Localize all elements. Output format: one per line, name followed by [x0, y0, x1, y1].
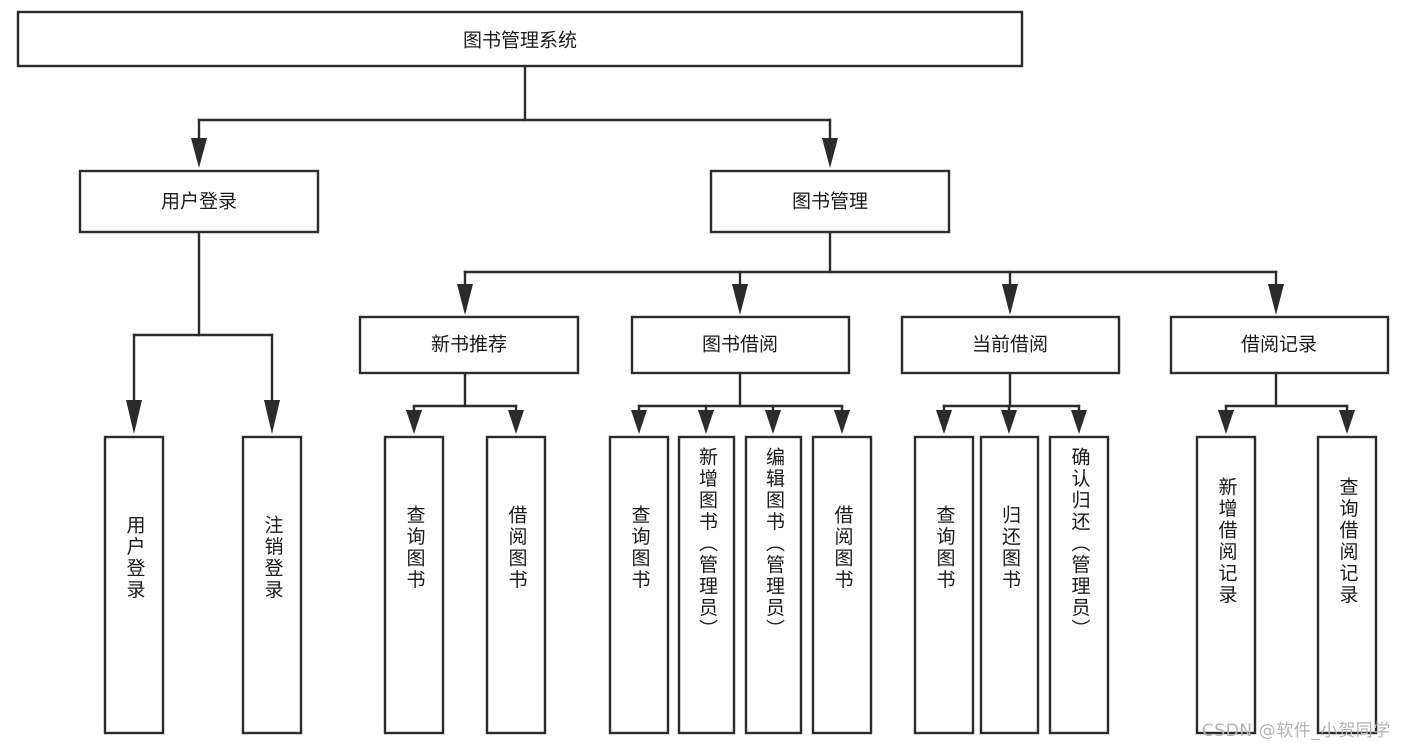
node-book-borrow[interactable]: 图书借阅	[630, 315, 851, 375]
connector-group	[126, 64, 1355, 434]
arrow-bookborrow-leaf-3	[765, 410, 781, 434]
arrow-bookborrow-leaf-1	[631, 410, 647, 434]
watermark-text: CSDN @软件_小贺同学	[1201, 721, 1391, 741]
node-user-login-rect[interactable]	[78, 169, 320, 234]
leaf-rect-borrow-record-2[interactable]	[1316, 435, 1378, 735]
leaf-rect-book-borrow-2[interactable]	[677, 435, 736, 735]
node-book-management-label: 图书管理	[792, 191, 868, 213]
arrow-bookmgmt-to-current	[1002, 284, 1018, 315]
node-book-management-rect[interactable]	[709, 169, 951, 234]
leaf-rect-current-borrow-2[interactable]	[979, 435, 1040, 735]
arrow-newbook-leaf-1	[406, 410, 422, 434]
arrow-newbook-leaf-2	[508, 410, 524, 434]
arrow-currentborrow-leaf-3	[1071, 410, 1087, 434]
arrow-borrowrecord-leaf-2	[1339, 410, 1355, 434]
arrow-currentborrow-leaf-2	[1001, 410, 1017, 434]
arrow-root-to-book-mgmt	[822, 138, 838, 168]
arrow-userlogin-leaf-1	[126, 400, 142, 434]
leaf-rect-new-book-1[interactable]	[383, 435, 445, 735]
leaf-rect-current-borrow-3[interactable]	[1048, 435, 1110, 735]
arrow-bookmgmt-to-record	[1268, 284, 1284, 315]
node-new-book-recommend-rect[interactable]	[358, 315, 580, 375]
arrow-userlogin-leaf-2	[264, 400, 280, 434]
leaf-rect-new-book-2[interactable]	[485, 435, 547, 735]
node-current-borrow[interactable]: 当前借阅	[900, 315, 1121, 375]
node-user-login-label: 用户登录	[161, 191, 237, 213]
leaf-rect-borrow-record-1[interactable]	[1195, 435, 1257, 735]
leaf-rect-user-login-2[interactable]	[241, 435, 303, 735]
node-current-borrow-rect[interactable]	[900, 315, 1121, 375]
leaf-rect-book-borrow-1[interactable]	[608, 435, 670, 735]
arrow-root-to-user-login	[191, 138, 207, 168]
node-new-book-recommend[interactable]: 新书推荐	[358, 315, 580, 375]
node-root-label: 图书管理系统	[463, 30, 577, 52]
node-borrow-record[interactable]: 借阅记录	[1169, 315, 1390, 375]
arrow-bookborrow-leaf-2	[698, 410, 714, 434]
node-root[interactable]: 图书管理系统	[16, 10, 1024, 68]
leaf-rect-user-login-1[interactable]	[103, 435, 165, 735]
node-borrow-record-label: 借阅记录	[1241, 334, 1317, 356]
node-current-borrow-label: 当前借阅	[972, 334, 1048, 356]
node-book-management[interactable]: 图书管理	[709, 169, 951, 234]
node-new-book-recommend-label: 新书推荐	[431, 334, 507, 356]
leaf-rect-book-borrow-3[interactable]	[744, 435, 803, 735]
node-borrow-record-rect[interactable]	[1169, 315, 1390, 375]
arrow-borrowrecord-leaf-1	[1218, 410, 1234, 434]
arrow-bookmgmt-to-borrow	[732, 284, 748, 315]
leaf-rect-book-borrow-4[interactable]	[811, 435, 873, 735]
leaf-rect-current-borrow-1[interactable]	[913, 435, 975, 735]
node-user-login[interactable]: 用户登录	[78, 169, 320, 234]
arrow-bookborrow-leaf-4	[834, 410, 850, 434]
node-book-borrow-rect[interactable]	[630, 315, 851, 375]
arrow-currentborrow-leaf-1	[936, 410, 952, 434]
arrow-bookmgmt-to-new-book	[457, 284, 473, 315]
node-book-borrow-label: 图书借阅	[702, 334, 778, 356]
node-root-rect[interactable]	[16, 10, 1024, 68]
